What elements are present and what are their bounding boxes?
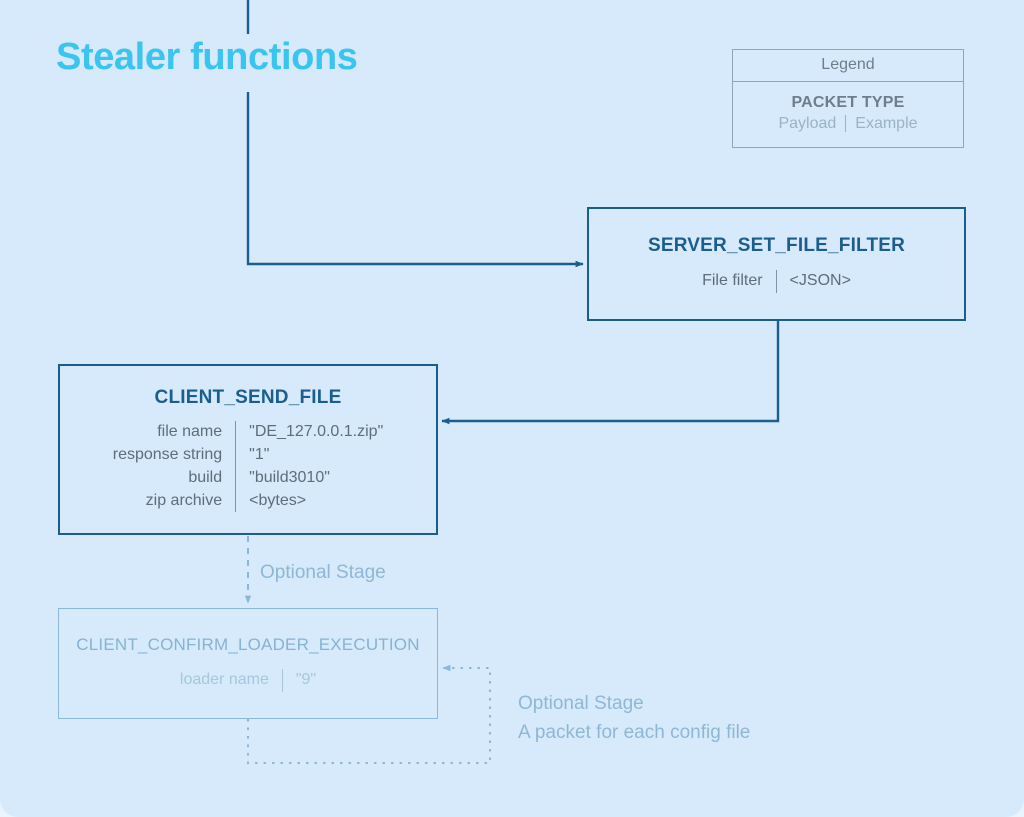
annotation-optional-stage-top: Optional Stage [260,562,386,583]
node-fields: file name "DE_127.0.0.1.zip" response st… [112,421,384,513]
field-key: build [188,468,223,486]
node-client-send-file[interactable]: CLIENT_SEND_FILE file name "DE_127.0.0.1… [58,364,438,535]
field-key: loader name [179,671,269,689]
field-separator-icon [281,669,283,693]
legend-payload-label: Payload [778,115,837,133]
field-value: "9" [295,671,317,689]
legend-separator-icon [845,115,847,133]
field-value: <JSON> [789,272,851,290]
legend: Legend PACKET TYPE Payload Example [732,49,964,148]
node-fields: File filter <JSON> [702,270,851,293]
legend-body: PACKET TYPE Payload Example [733,82,963,147]
field-separator-icon [235,421,237,513]
node-title: CLIENT_SEND_FILE [154,386,342,408]
field-value: "DE_127.0.0.1.zip" [249,423,384,441]
field-value: "build3010" [249,468,330,486]
page-title: Stealer functions [56,36,358,78]
field-value: "1" [249,446,270,464]
field-key: zip archive [145,491,223,509]
annotation-optional-stage-bottom: Optional Stage A packet for each config … [518,693,751,743]
field-key: File filter [702,272,763,290]
node-client-confirm-loader-execution[interactable]: CLIENT_CONFIRM_LOADER_EXECUTION loader n… [58,608,438,719]
legend-payload-example: Payload Example [733,113,963,135]
field-key: file name [157,423,223,441]
edge-trunk-to-server [246,92,584,268]
node-server-set-file-filter[interactable]: SERVER_SET_FILE_FILTER File filter <JSON… [587,207,966,321]
legend-heading: Legend [733,50,963,82]
edge-server-to-client-send-file [441,321,780,425]
legend-example-label: Example [855,115,918,133]
node-title: SERVER_SET_FILE_FILTER [647,235,906,257]
node-fields: loader name "9" [179,669,317,693]
field-value: <bytes> [249,491,307,509]
field-separator-icon [775,270,777,293]
field-key: response string [112,446,223,464]
node-title: CLIENT_CONFIRM_LOADER_EXECUTION [76,634,420,654]
legend-packet-type: PACKET TYPE [791,93,905,111]
